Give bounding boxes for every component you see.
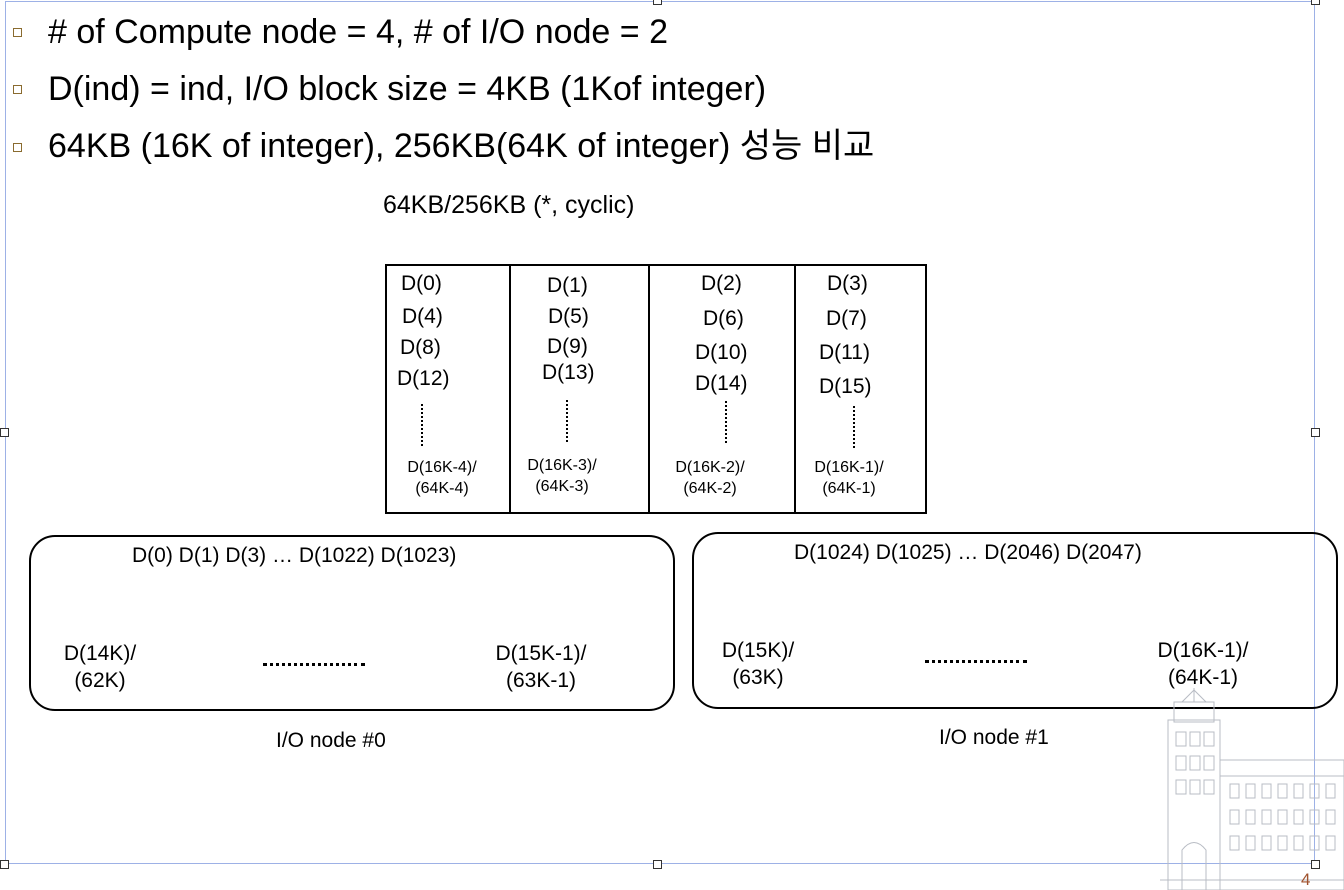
- io-node-box: [29, 535, 675, 711]
- cell-item: D(2): [701, 272, 742, 295]
- compute-node-grid: [385, 264, 927, 514]
- column-divider: [648, 264, 650, 512]
- page-number: 4: [1301, 870, 1311, 889]
- cell-last-item: D(16K-4)/(64K-4): [407, 459, 477, 497]
- cell-item: D(3): [827, 272, 868, 295]
- ellipsis-dots: [421, 404, 423, 446]
- diagram-subtitle: 64KB/256KB (*, cyclic): [383, 191, 635, 219]
- io-node-label: I/O node #1: [939, 726, 1049, 749]
- cell-item: D(0): [401, 272, 442, 295]
- io-node-left-item: D(15K)/(63K): [721, 639, 795, 689]
- column-divider: [509, 266, 511, 512]
- io-node-left-item: D(14K)/(62K): [63, 642, 137, 692]
- cell-item: D(12): [397, 367, 450, 390]
- bullet-text-2: D(ind) = ind, I/O block size = 4KB (1Kof…: [48, 70, 767, 108]
- cell-item: D(11): [819, 341, 870, 364]
- io-node-box: [692, 532, 1338, 709]
- ellipsis-dots: [925, 660, 1027, 663]
- cell-item: D(10): [695, 341, 748, 364]
- column-divider: [794, 266, 796, 512]
- cell-item: D(9): [547, 335, 588, 358]
- bullet-text-1: # of Compute node = 4, # of I/O node = 2: [48, 13, 668, 51]
- resize-handle-bottom[interactable]: [653, 860, 662, 869]
- cell-last-item: D(16K-3)/(64K-3): [527, 457, 597, 495]
- cell-item: D(1): [547, 274, 588, 297]
- cell-item: D(4): [402, 305, 443, 328]
- io-node-right-item: D(15K-1)/(63K-1): [495, 642, 587, 692]
- ellipsis-dots: [853, 406, 855, 448]
- building-sketch-image: [1160, 688, 1344, 890]
- bullet-icon: [13, 143, 22, 152]
- io-node-right-item: D(16K-1)/(64K-1): [1157, 639, 1249, 689]
- cell-last-item: D(16K-2)/(64K-2): [675, 459, 745, 497]
- bullet-icon: [13, 85, 22, 94]
- cell-item: D(6): [703, 307, 744, 330]
- bullet-icon: [13, 28, 22, 37]
- cell-item: D(8): [400, 336, 441, 359]
- cell-item: D(13): [542, 361, 595, 384]
- resize-handle-left[interactable]: [0, 428, 9, 437]
- cell-item: D(14): [695, 372, 748, 395]
- resize-handle-right[interactable]: [1311, 428, 1320, 437]
- io-node-top-text: D(0) D(1) D(3) … D(1022) D(1023): [132, 544, 457, 567]
- ellipsis-dots: [725, 401, 727, 443]
- ellipsis-dots: [263, 663, 365, 666]
- io-node-top-text: D(1024) D(1025) … D(2046) D(2047): [794, 541, 1142, 564]
- resize-handle-top[interactable]: [653, 0, 662, 5]
- resize-handle-bottom-right[interactable]: [1311, 860, 1320, 869]
- cell-last-item: D(16K-1)/(64K-1): [814, 459, 884, 497]
- cell-item: D(15): [819, 375, 872, 398]
- bullet-text-3: 64KB (16K of integer), 256KB(64K of inte…: [48, 127, 875, 165]
- resize-handle-bottom-left[interactable]: [0, 860, 9, 869]
- cell-item: D(7): [826, 307, 867, 330]
- ellipsis-dots: [566, 400, 568, 442]
- resize-handle-top-right[interactable]: [1311, 0, 1320, 5]
- io-node-label: I/O node #0: [276, 729, 386, 752]
- cell-item: D(5): [548, 305, 589, 328]
